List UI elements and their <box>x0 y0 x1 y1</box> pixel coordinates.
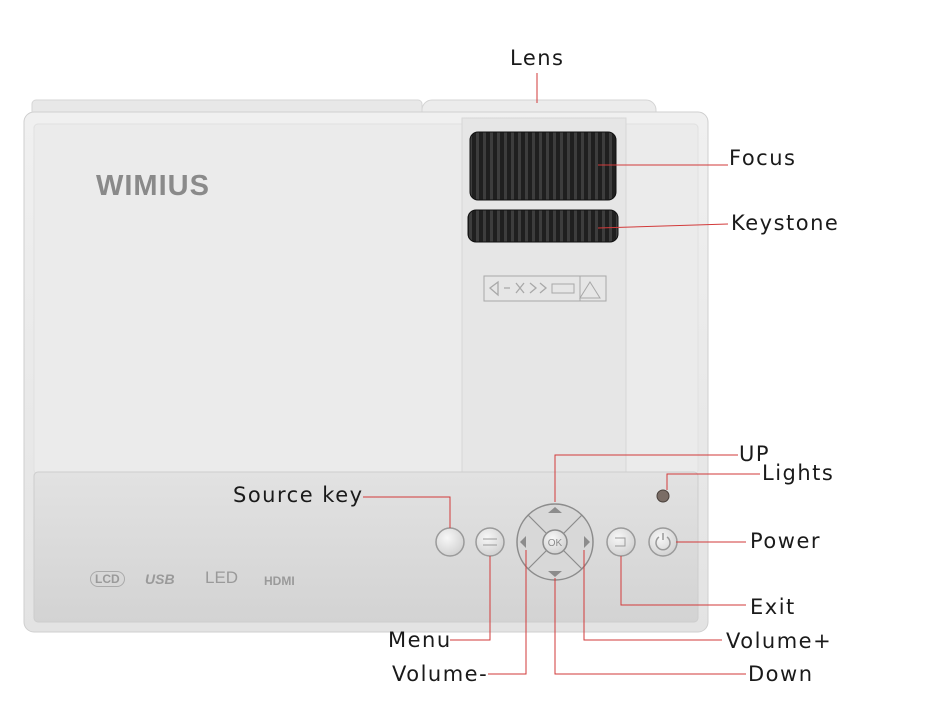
label-down: Down <box>748 662 814 686</box>
label-keystone: Keystone <box>731 211 840 235</box>
power-button[interactable] <box>648 527 678 557</box>
label-focus: Focus <box>729 146 797 170</box>
label-up: UP <box>739 442 771 466</box>
down-button[interactable] <box>548 571 562 577</box>
menu-button[interactable] <box>475 527 505 557</box>
power-icon <box>655 533 671 551</box>
lcd-badge: LCD <box>90 571 125 587</box>
hdmi-badge: HDMI <box>264 574 295 588</box>
ok-button[interactable] <box>542 529 568 555</box>
warning-label <box>483 275 607 302</box>
label-lens: Lens <box>510 46 565 70</box>
label-volume-minus: Volume- <box>392 662 489 686</box>
volume-plus-button[interactable] <box>584 536 590 548</box>
keystone-knob[interactable] <box>467 209 619 243</box>
label-source-key: Source key <box>233 483 364 507</box>
label-exit: Exit <box>750 595 796 619</box>
label-power: Power <box>750 529 821 553</box>
label-volume-plus: Volume+ <box>726 629 833 653</box>
source-button[interactable] <box>435 527 465 557</box>
exit-button[interactable] <box>606 527 636 557</box>
brand-logo: WIMIUS <box>96 170 210 202</box>
focus-knob[interactable] <box>469 131 617 201</box>
leader-lines <box>363 73 760 675</box>
volume-minus-button[interactable] <box>520 536 526 548</box>
led-badge: LED <box>205 568 239 587</box>
indicator-light <box>656 489 670 503</box>
control-panel <box>33 471 699 623</box>
label-lights: Lights <box>762 461 835 485</box>
up-button[interactable] <box>548 507 562 513</box>
usb-badge: USB <box>145 571 175 587</box>
ok-button-label: OK <box>548 538 563 549</box>
label-menu: Menu <box>388 628 452 652</box>
